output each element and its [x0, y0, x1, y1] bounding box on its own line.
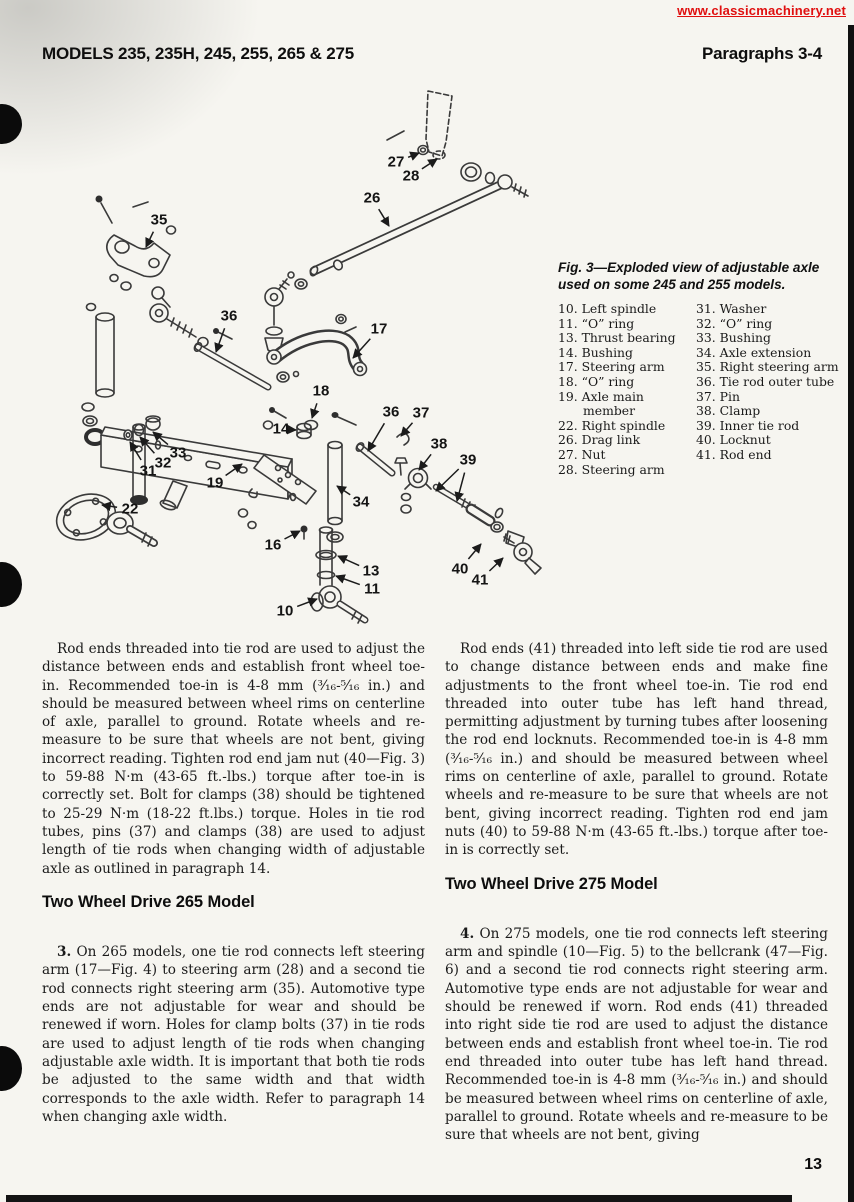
svg-text:13: 13 — [363, 563, 380, 580]
svg-text:22: 22 — [122, 501, 139, 518]
part-item: 28. Steering arm — [558, 461, 665, 477]
scan-bottom-bar — [6, 1195, 792, 1202]
left-column: Rod ends threaded into tie rod are used … — [42, 640, 425, 1144]
header-paragraphs: Paragraphs 3-4 — [701, 44, 822, 63]
page-header: MODELS 235, 235H, 245, 255, 265 & 275 Pa… — [42, 44, 822, 64]
binder-tab — [0, 1046, 22, 1091]
part-item: 10. Left spindle — [558, 301, 657, 316]
page-number: 13 — [804, 1156, 822, 1173]
part-item: 38. Clamp — [696, 403, 761, 419]
paragraph-text: On 265 models, one tie rod connects left… — [42, 944, 425, 1125]
part-item: 40. Locknut — [696, 432, 771, 448]
right-paragraph-rod-ends: Rod ends (41) threaded into left side ti… — [445, 641, 828, 859]
part-item: 14. Bushing — [558, 344, 633, 360]
part-item: 34. Axle extension — [696, 344, 812, 360]
paragraph-number: 4. — [460, 925, 475, 942]
svg-text:14: 14 — [273, 421, 290, 438]
part-item: 17. Steering arm — [558, 359, 665, 375]
svg-text:32: 32 — [155, 455, 172, 472]
svg-text:11: 11 — [364, 581, 380, 598]
paragraph-number: 3. — [57, 944, 72, 961]
svg-text:19: 19 — [207, 475, 224, 492]
svg-text:37: 37 — [413, 405, 430, 422]
svg-text:39: 39 — [460, 452, 477, 469]
figure-caption: Fig. 3—Exploded view of adjustable axle … — [558, 260, 820, 292]
svg-text:18: 18 — [313, 383, 330, 400]
part-item: 22. Right spindle — [558, 417, 666, 433]
svg-text:31: 31 — [140, 463, 157, 480]
watermark-link: www.classicmachinery.net — [677, 3, 846, 18]
figure-legend: Fig. 3—Exploded view of adjustable axle … — [558, 260, 854, 477]
svg-text:34: 34 — [353, 494, 370, 511]
binder-tab — [0, 562, 22, 607]
svg-text:38: 38 — [431, 436, 448, 453]
left-paragraph-3: 3. On 265 models, one tie rod connects l… — [42, 943, 425, 1126]
part-item: 13. Thrust bearing — [558, 330, 676, 346]
part-item: 39. Inner tie rod — [696, 417, 800, 433]
part-item: 41. Rod end — [696, 446, 772, 462]
body-columns: Rod ends threaded into tie rod are used … — [42, 640, 828, 1144]
paragraph-text: On 275 models, one tie rod connects left… — [445, 925, 828, 1144]
svg-text:33: 33 — [170, 445, 187, 462]
right-paragraph-4: 4. On 275 models, one tie rod connects l… — [445, 925, 828, 1145]
svg-text:40: 40 — [452, 561, 469, 578]
header-models: MODELS 235, 235H, 245, 255, 265 & 275 — [42, 44, 355, 63]
part-item: 27. Nut — [558, 446, 606, 462]
right-column: Rod ends (41) threaded into left side ti… — [445, 640, 828, 1144]
heading-two-wheel-drive-275: Two Wheel Drive 275 Model — [445, 874, 658, 893]
part-item: 32. “O” ring — [696, 315, 773, 331]
part-item: 11. “O” ring — [558, 315, 635, 331]
part-item: 37. Pin — [696, 388, 740, 404]
part-item: 36. Tie rod outer tube — [696, 373, 835, 389]
part-item: 19. Axle main member — [558, 388, 644, 419]
svg-text:10: 10 — [277, 603, 294, 620]
part-item: 31. Washer — [696, 301, 767, 316]
binder-tab — [0, 104, 22, 144]
svg-text:16: 16 — [265, 537, 282, 554]
svg-text:36: 36 — [221, 308, 238, 325]
part-item: 18. “O” ring — [558, 373, 635, 389]
svg-text:36: 36 — [383, 404, 400, 421]
part-item: 33. Bushing — [696, 330, 771, 346]
svg-text:41: 41 — [472, 572, 489, 589]
svg-text:27: 27 — [388, 154, 405, 171]
part-item: 26. Drag link — [558, 432, 641, 448]
svg-text:28: 28 — [403, 168, 420, 185]
heading-two-wheel-drive-265: Two Wheel Drive 265 Model — [42, 892, 255, 911]
svg-text:17: 17 — [371, 321, 388, 338]
svg-text:26: 26 — [364, 190, 381, 207]
svg-text:35: 35 — [151, 212, 168, 229]
part-item: 35. Right steering arm — [696, 359, 839, 375]
scan-right-edge-bar — [848, 25, 854, 1202]
left-paragraph-toe-in: Rod ends threaded into tie rod are used … — [42, 641, 425, 877]
